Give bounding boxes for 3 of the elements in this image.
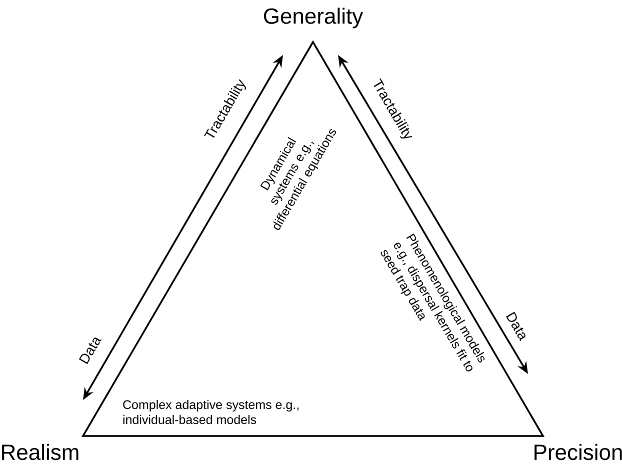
vertex-label: Realism (2, 444, 78, 460)
model-text: Complex adaptive systems e.g., individual-based models (123, 400, 299, 424)
vertex-label: Precision (534, 444, 622, 460)
